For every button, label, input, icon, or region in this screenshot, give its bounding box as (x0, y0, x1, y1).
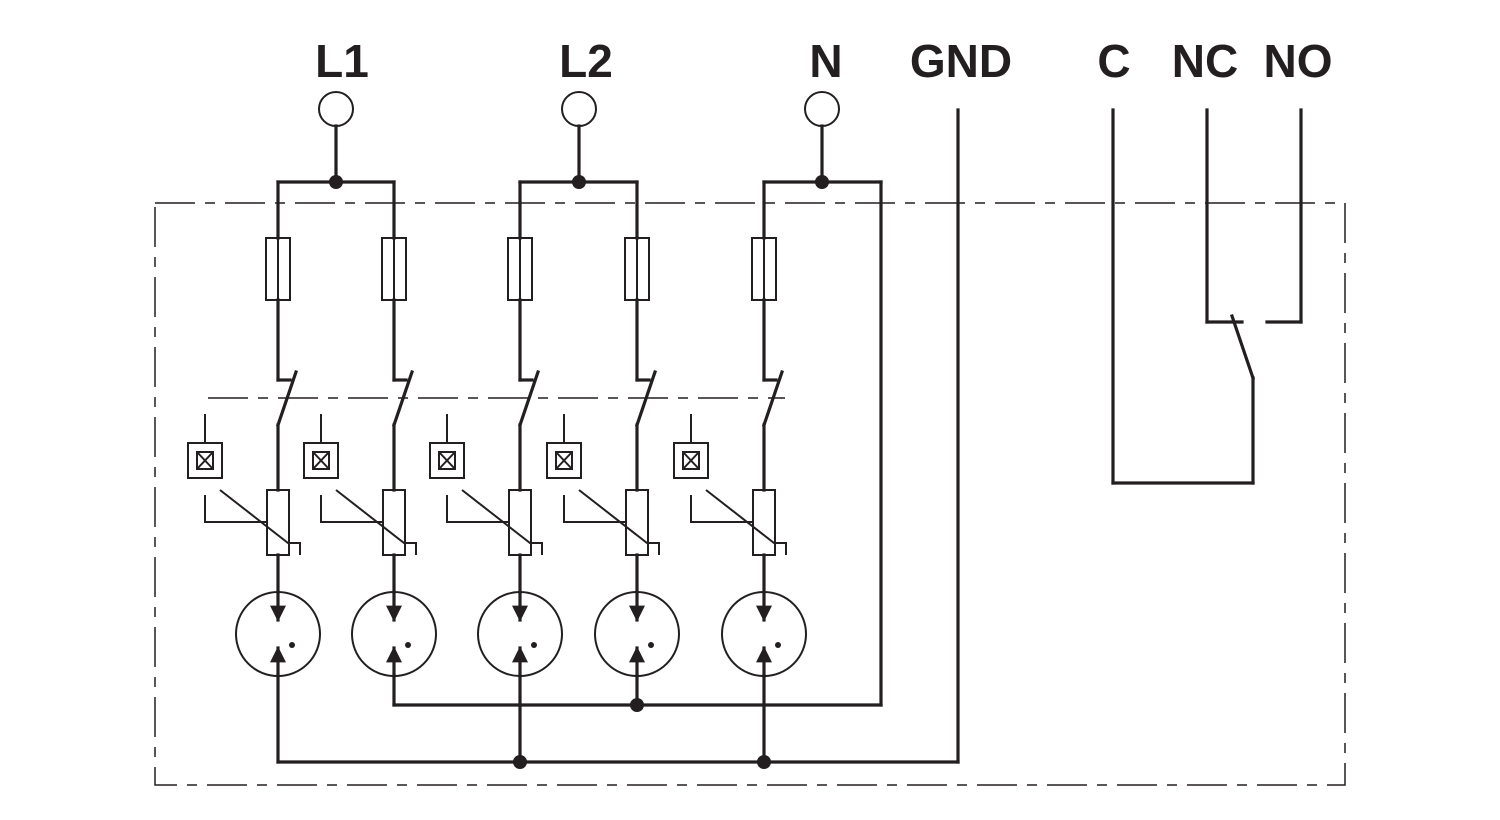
varistor-icon (266, 489, 290, 556)
gdt-gas-dot (405, 642, 411, 648)
terminal-label-c: C (1097, 35, 1130, 87)
junction-dot (757, 755, 771, 769)
remote-signal-contact (1111, 108, 1303, 485)
terminal-l2 (561, 91, 597, 184)
junction-dot (572, 175, 586, 189)
indicator-lead (446, 495, 510, 523)
gdt-gas-dot (648, 642, 654, 648)
protection-path (303, 180, 437, 678)
indicator-flag-icon (312, 451, 330, 470)
protection-path (187, 180, 321, 678)
housing-outline (154, 202, 1346, 786)
indicator-flag-icon (555, 451, 573, 470)
junction-dot (329, 175, 343, 189)
indicator-flag-icon (682, 451, 700, 470)
indicator-lead (563, 495, 627, 523)
gdt-gas-dot (531, 642, 537, 648)
terminal-label-n: N (809, 35, 842, 87)
terminal-label-l2: L2 (559, 35, 613, 87)
indicator-cross (312, 451, 330, 470)
indicator-flag-icon (438, 451, 456, 470)
terminal-label-l1: L1 (315, 35, 369, 87)
protection-path (429, 180, 563, 678)
indicator-window-icon (546, 442, 582, 479)
junction-dot (513, 755, 527, 769)
terminal-label-gnd: GND (910, 35, 1012, 87)
indicator-window-icon (429, 442, 465, 479)
protection-paths (187, 180, 807, 764)
varistor-icon (508, 489, 532, 556)
varistor-slash (461, 489, 543, 555)
terminal-n (804, 91, 840, 184)
terminal-label-nc: NC (1172, 35, 1238, 87)
protection-path (673, 180, 807, 678)
varistor-icon (752, 489, 776, 556)
varistor-slash (578, 489, 660, 555)
terminal-l1 (318, 91, 354, 184)
varistor-slash (219, 489, 301, 555)
indicator-lead (320, 495, 384, 523)
indicator-cross (555, 451, 573, 470)
varistor-slash (705, 489, 787, 555)
junction-dot (630, 698, 644, 712)
disconnect-switch (517, 369, 541, 428)
indicator-flag-icon (196, 451, 214, 470)
varistor-icon (625, 489, 649, 556)
protection-path (546, 180, 680, 678)
indicator-lead (204, 495, 268, 523)
indicator-lead (690, 495, 754, 523)
indicator-window-icon (187, 442, 223, 479)
indicator-cross (682, 451, 700, 470)
gdt-gas-dot (775, 642, 781, 648)
indicator-cross (438, 451, 456, 470)
indicator-window-icon (673, 442, 709, 479)
varistor-slash (335, 489, 417, 555)
varistor-icon (382, 489, 406, 556)
gdt-gas-dot (289, 642, 295, 648)
indicator-cross (196, 451, 214, 470)
indicator-window-icon (303, 442, 339, 479)
terminal-label-no: NO (1264, 35, 1333, 87)
junction-dot (815, 175, 829, 189)
